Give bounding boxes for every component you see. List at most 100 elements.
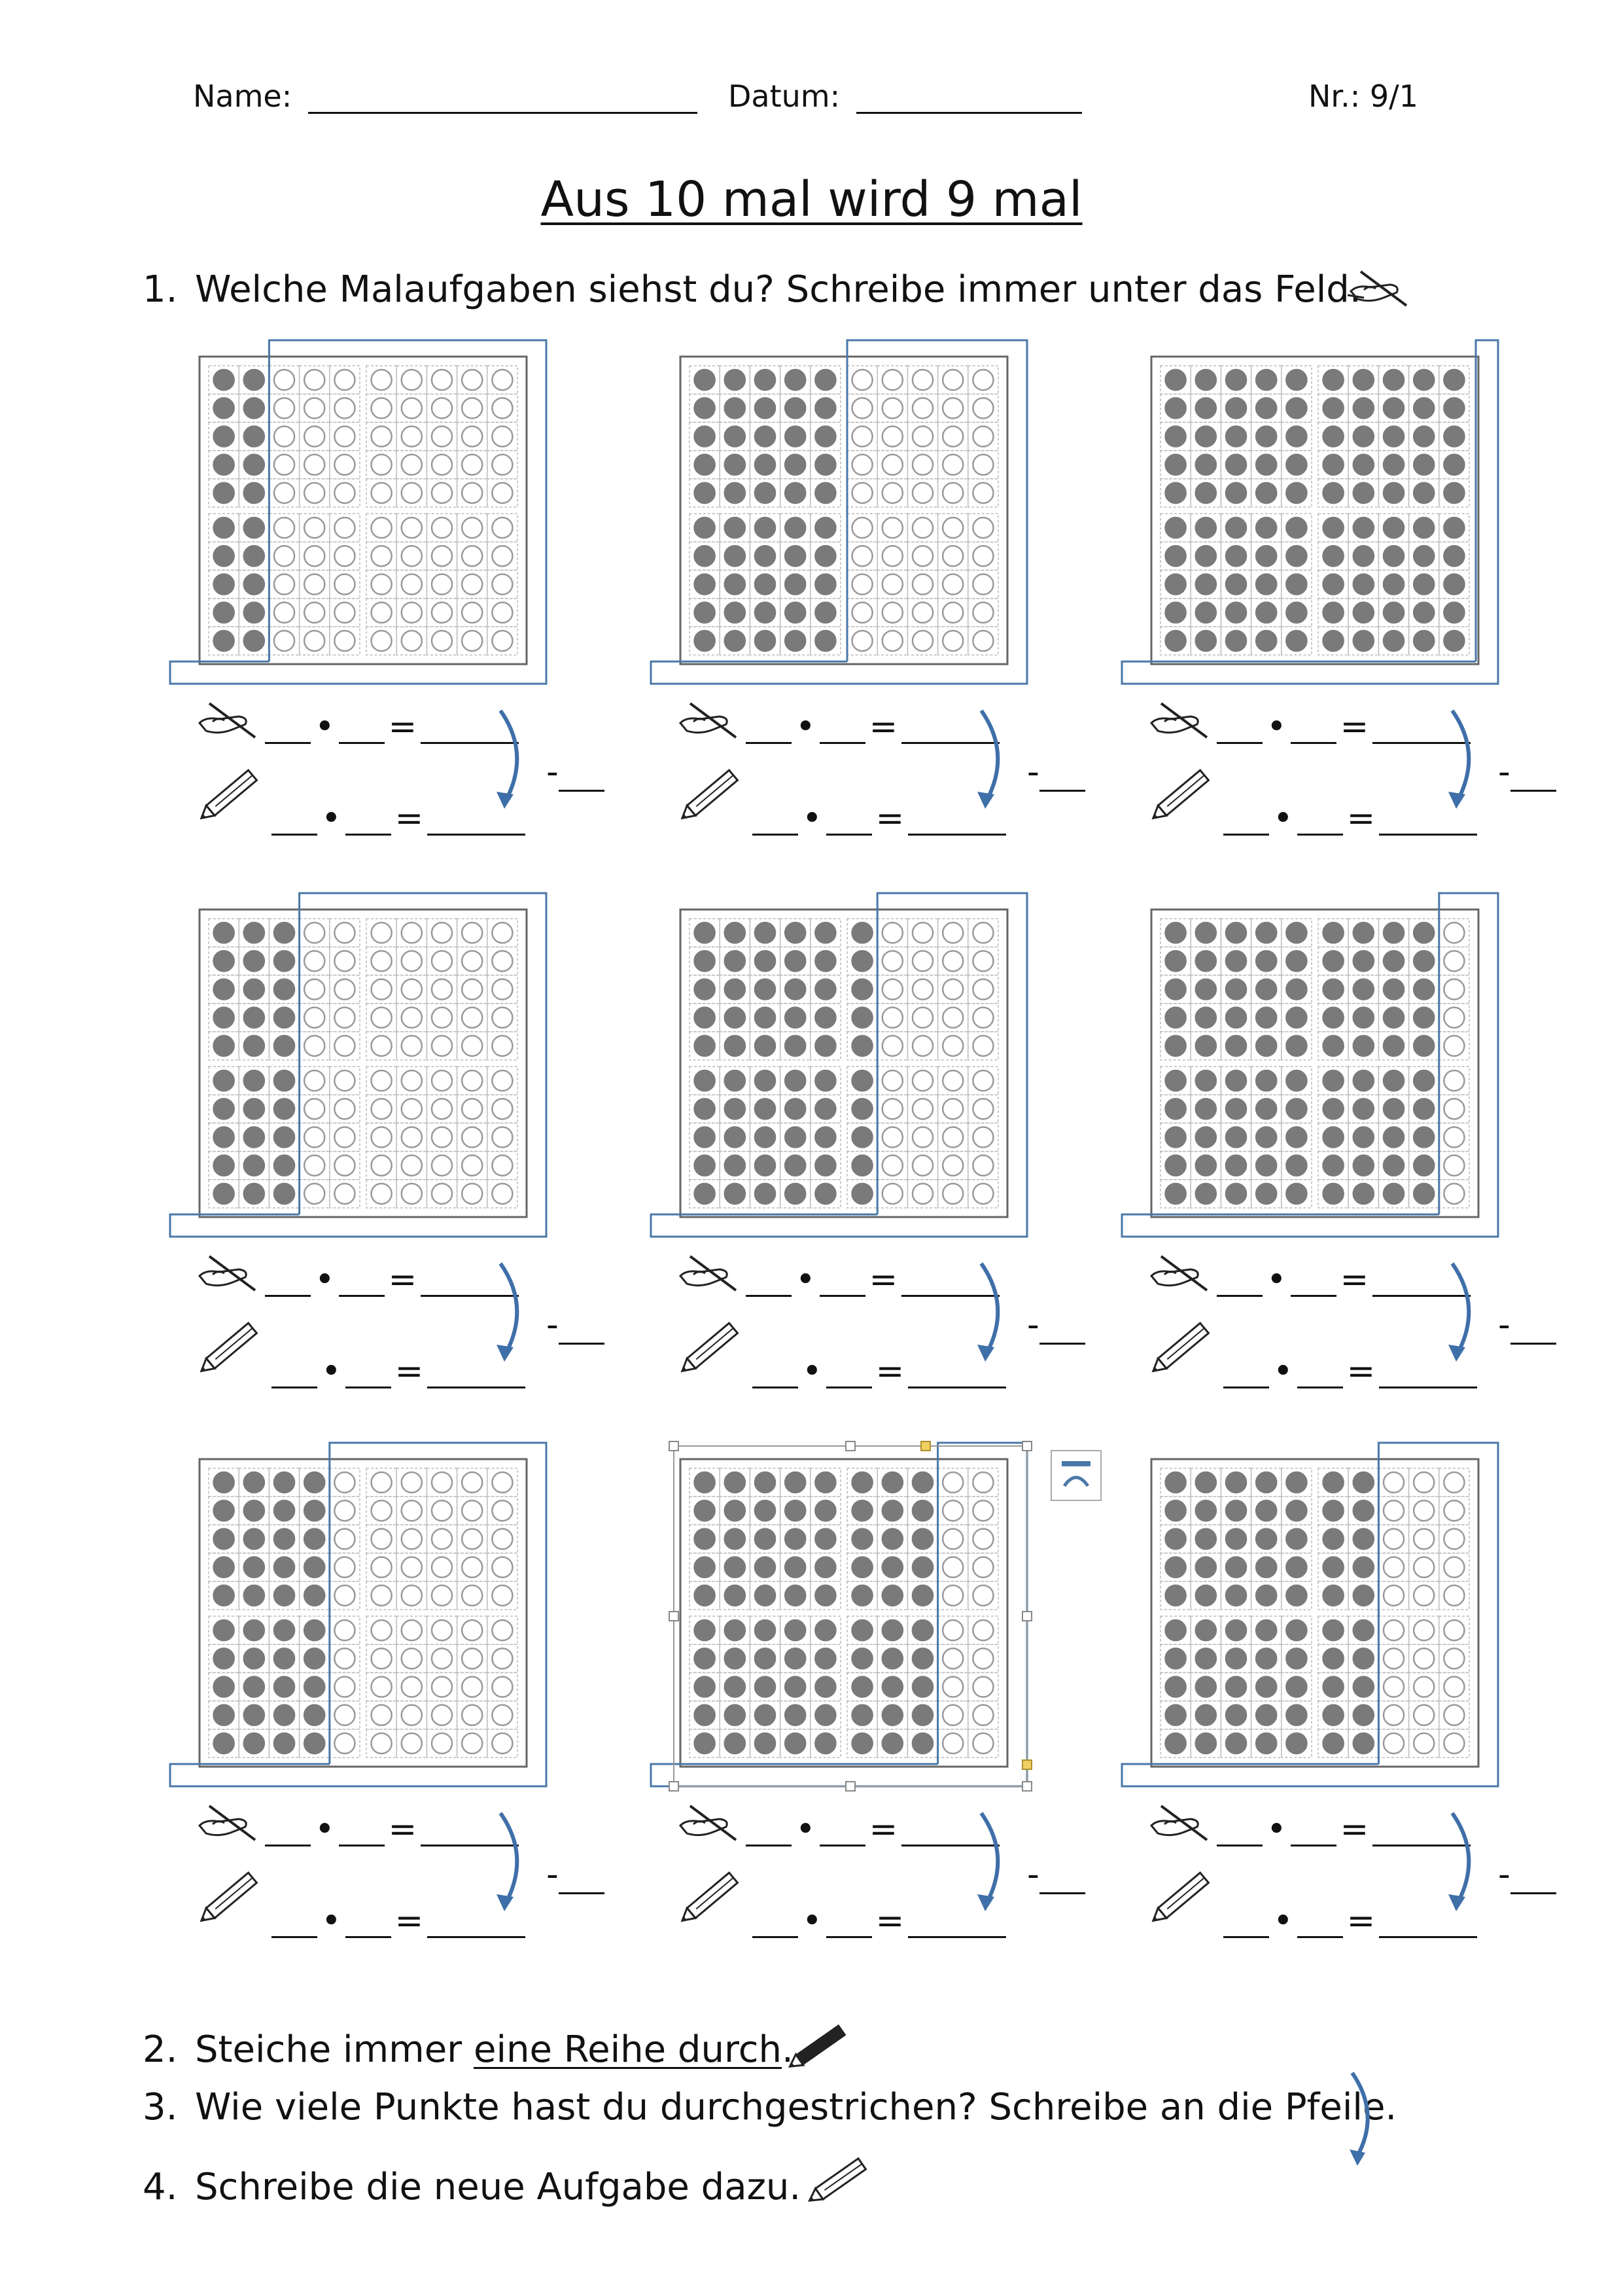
answer-blank[interactable]: [1379, 807, 1478, 836]
cover-frame[interactable]: [650, 892, 1028, 1238]
subtract-blank[interactable]: -: [1498, 1305, 1556, 1345]
answer-blank[interactable]: [901, 1269, 1000, 1297]
answer-blank[interactable]: [271, 807, 317, 836]
subtract-answer-line[interactable]: [558, 1866, 604, 1894]
subtract-answer-line[interactable]: [1039, 1316, 1085, 1345]
answer-blank[interactable]: [746, 716, 792, 744]
answer-blank[interactable]: [421, 716, 519, 744]
answer-blank[interactable]: [1297, 1910, 1343, 1938]
filled-dot: [1195, 1069, 1217, 1092]
answer-blank[interactable]: [265, 716, 311, 744]
resize-handle[interactable]: [1022, 1781, 1032, 1792]
date-line[interactable]: [856, 84, 1082, 114]
subtract-blank[interactable]: -: [1498, 1855, 1556, 1894]
cover-frame[interactable]: [1121, 339, 1499, 685]
resize-handle[interactable]: [1022, 1441, 1032, 1451]
subtract-answer-line[interactable]: [1510, 1316, 1556, 1345]
cover-frame[interactable]: [650, 339, 1028, 685]
cover-frame[interactable]: [169, 339, 548, 685]
selection-box[interactable]: [667, 1439, 1060, 1806]
subtract-answer-line[interactable]: [558, 764, 604, 792]
answer-blank[interactable]: [1297, 1360, 1343, 1388]
subtract-blank[interactable]: -: [1498, 752, 1556, 792]
subtract-answer-line[interactable]: [558, 1316, 604, 1345]
answer-blank[interactable]: [746, 1269, 792, 1297]
answer-blank[interactable]: [271, 1910, 317, 1938]
empty-dot: [1412, 1732, 1435, 1755]
answer-blank[interactable]: [908, 1360, 1007, 1388]
subtract-blank[interactable]: -: [1027, 1305, 1085, 1345]
answer-blank[interactable]: [819, 1818, 865, 1846]
task-4: 4.Schreibe die neue Aufgabe dazu.: [143, 2166, 801, 2208]
answer-blank[interactable]: [1290, 716, 1336, 744]
answer-blank[interactable]: [908, 1910, 1007, 1938]
answer-blank[interactable]: [1379, 1910, 1478, 1938]
subtract-blank[interactable]: -: [1027, 752, 1085, 792]
answer-blank[interactable]: [345, 1360, 391, 1388]
answer-blank[interactable]: [908, 807, 1007, 836]
answer-blank[interactable]: [265, 1269, 311, 1297]
subtract-blank[interactable]: -: [546, 752, 604, 792]
answer-blank[interactable]: [1297, 807, 1343, 836]
answer-blank[interactable]: [1217, 1269, 1263, 1297]
answer-blank[interactable]: [1290, 1818, 1336, 1846]
resize-handle[interactable]: [669, 1781, 679, 1792]
answer-blank[interactable]: [1379, 1360, 1478, 1388]
cover-frame[interactable]: [1121, 1441, 1499, 1788]
answer-blank[interactable]: [819, 716, 865, 744]
filled-dot: [851, 978, 873, 1000]
answer-blank[interactable]: [1217, 716, 1263, 744]
answer-blank[interactable]: [421, 1269, 519, 1297]
answer-blank[interactable]: [901, 716, 1000, 744]
answer-blank[interactable]: [1290, 1269, 1336, 1297]
answer-blank[interactable]: [427, 1360, 526, 1388]
cover-frame[interactable]: [169, 892, 548, 1238]
answer-blank[interactable]: [819, 1269, 865, 1297]
cover-frame[interactable]: [169, 1441, 548, 1788]
subtract-blank[interactable]: -: [1027, 1855, 1085, 1894]
adjust-handle[interactable]: [920, 1441, 931, 1451]
layout-options-icon[interactable]: [1050, 1449, 1102, 1502]
answer-blank[interactable]: [345, 1910, 391, 1938]
answer-blank[interactable]: [427, 1910, 526, 1938]
answer-blank[interactable]: [427, 807, 526, 836]
adjust-handle[interactable]: [1022, 1759, 1032, 1770]
answer-blank[interactable]: [826, 1910, 872, 1938]
answer-blank[interactable]: [345, 807, 391, 836]
answer-blank[interactable]: [1223, 1910, 1269, 1938]
name-line[interactable]: [307, 84, 697, 114]
subtract-answer-line[interactable]: [1510, 1866, 1556, 1894]
answer-blank[interactable]: [1372, 1269, 1471, 1297]
answer-blank[interactable]: [421, 1818, 519, 1846]
resize-handle[interactable]: [669, 1611, 679, 1621]
answer-blank[interactable]: [901, 1818, 1000, 1846]
subtract-answer-line[interactable]: [1039, 1866, 1085, 1894]
filled-dot: [303, 1704, 326, 1727]
answer-blank[interactable]: [1217, 1818, 1263, 1846]
answer-blank[interactable]: [1372, 1818, 1471, 1846]
answer-blank[interactable]: [826, 807, 872, 836]
resize-handle[interactable]: [669, 1441, 679, 1451]
subtract-answer-line[interactable]: [1510, 764, 1556, 792]
subtract-blank[interactable]: -: [546, 1855, 604, 1894]
answer-blank[interactable]: [338, 1269, 385, 1297]
answer-blank[interactable]: [746, 1818, 792, 1846]
subtract-blank[interactable]: -: [546, 1305, 604, 1345]
answer-blank[interactable]: [752, 1910, 798, 1938]
resize-handle[interactable]: [845, 1441, 856, 1451]
answer-blank[interactable]: [1223, 807, 1269, 836]
answer-blank[interactable]: [752, 1360, 798, 1388]
answer-blank[interactable]: [271, 1360, 317, 1388]
answer-blank[interactable]: [1223, 1360, 1269, 1388]
resize-handle[interactable]: [1022, 1611, 1032, 1621]
cover-frame[interactable]: [1121, 892, 1499, 1238]
subtract-answer-line[interactable]: [1039, 764, 1085, 792]
answer-blank[interactable]: [265, 1818, 311, 1846]
resize-handle[interactable]: [845, 1781, 856, 1792]
answer-blank[interactable]: [338, 1818, 385, 1846]
answer-blank[interactable]: [338, 716, 385, 744]
answer-blank[interactable]: [1372, 716, 1471, 744]
answer-blank[interactable]: [752, 807, 798, 836]
filled-dot: [1352, 949, 1375, 972]
answer-blank[interactable]: [826, 1360, 872, 1388]
